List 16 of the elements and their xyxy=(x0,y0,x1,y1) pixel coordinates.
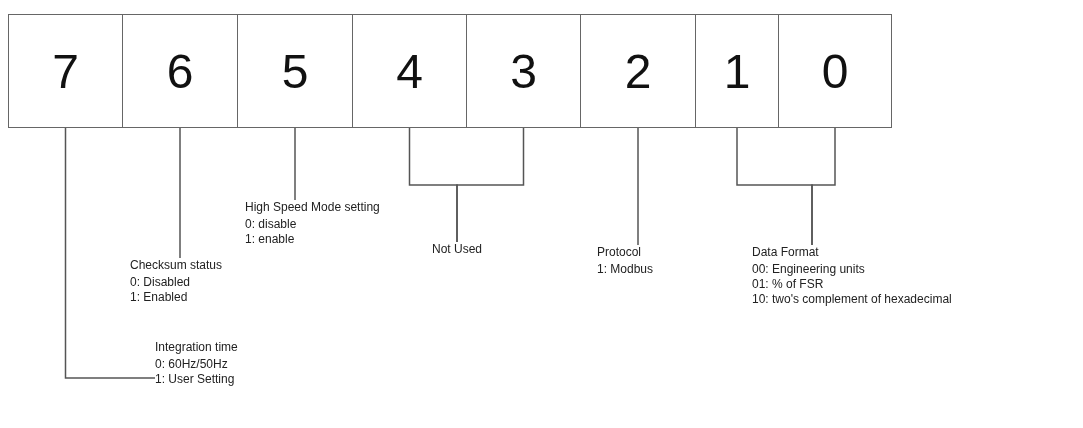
bit-cell: 2 xyxy=(580,14,696,128)
leader-line xyxy=(637,127,639,246)
bit-cell: 3 xyxy=(466,14,581,128)
bit-cell: 5 xyxy=(237,14,353,128)
bit-cell: 0 xyxy=(778,14,892,128)
bit-cell: 7 xyxy=(8,14,123,128)
leader-line xyxy=(64,127,156,379)
bit-cell: 1 xyxy=(695,14,779,128)
bit-description: Integration time 0: 60Hz/50Hz 1: User Setting xyxy=(155,340,238,387)
leader-line xyxy=(179,127,181,259)
bit-description: Data Format 00: Engineering units 01: % of FSR 10: two's complement of hexadecimal xyxy=(752,245,952,307)
leader-line xyxy=(456,127,525,243)
bit-cell: 6 xyxy=(122,14,238,128)
leader-line xyxy=(811,127,836,246)
leader-line xyxy=(294,127,296,201)
bit-cell: 4 xyxy=(352,14,467,128)
